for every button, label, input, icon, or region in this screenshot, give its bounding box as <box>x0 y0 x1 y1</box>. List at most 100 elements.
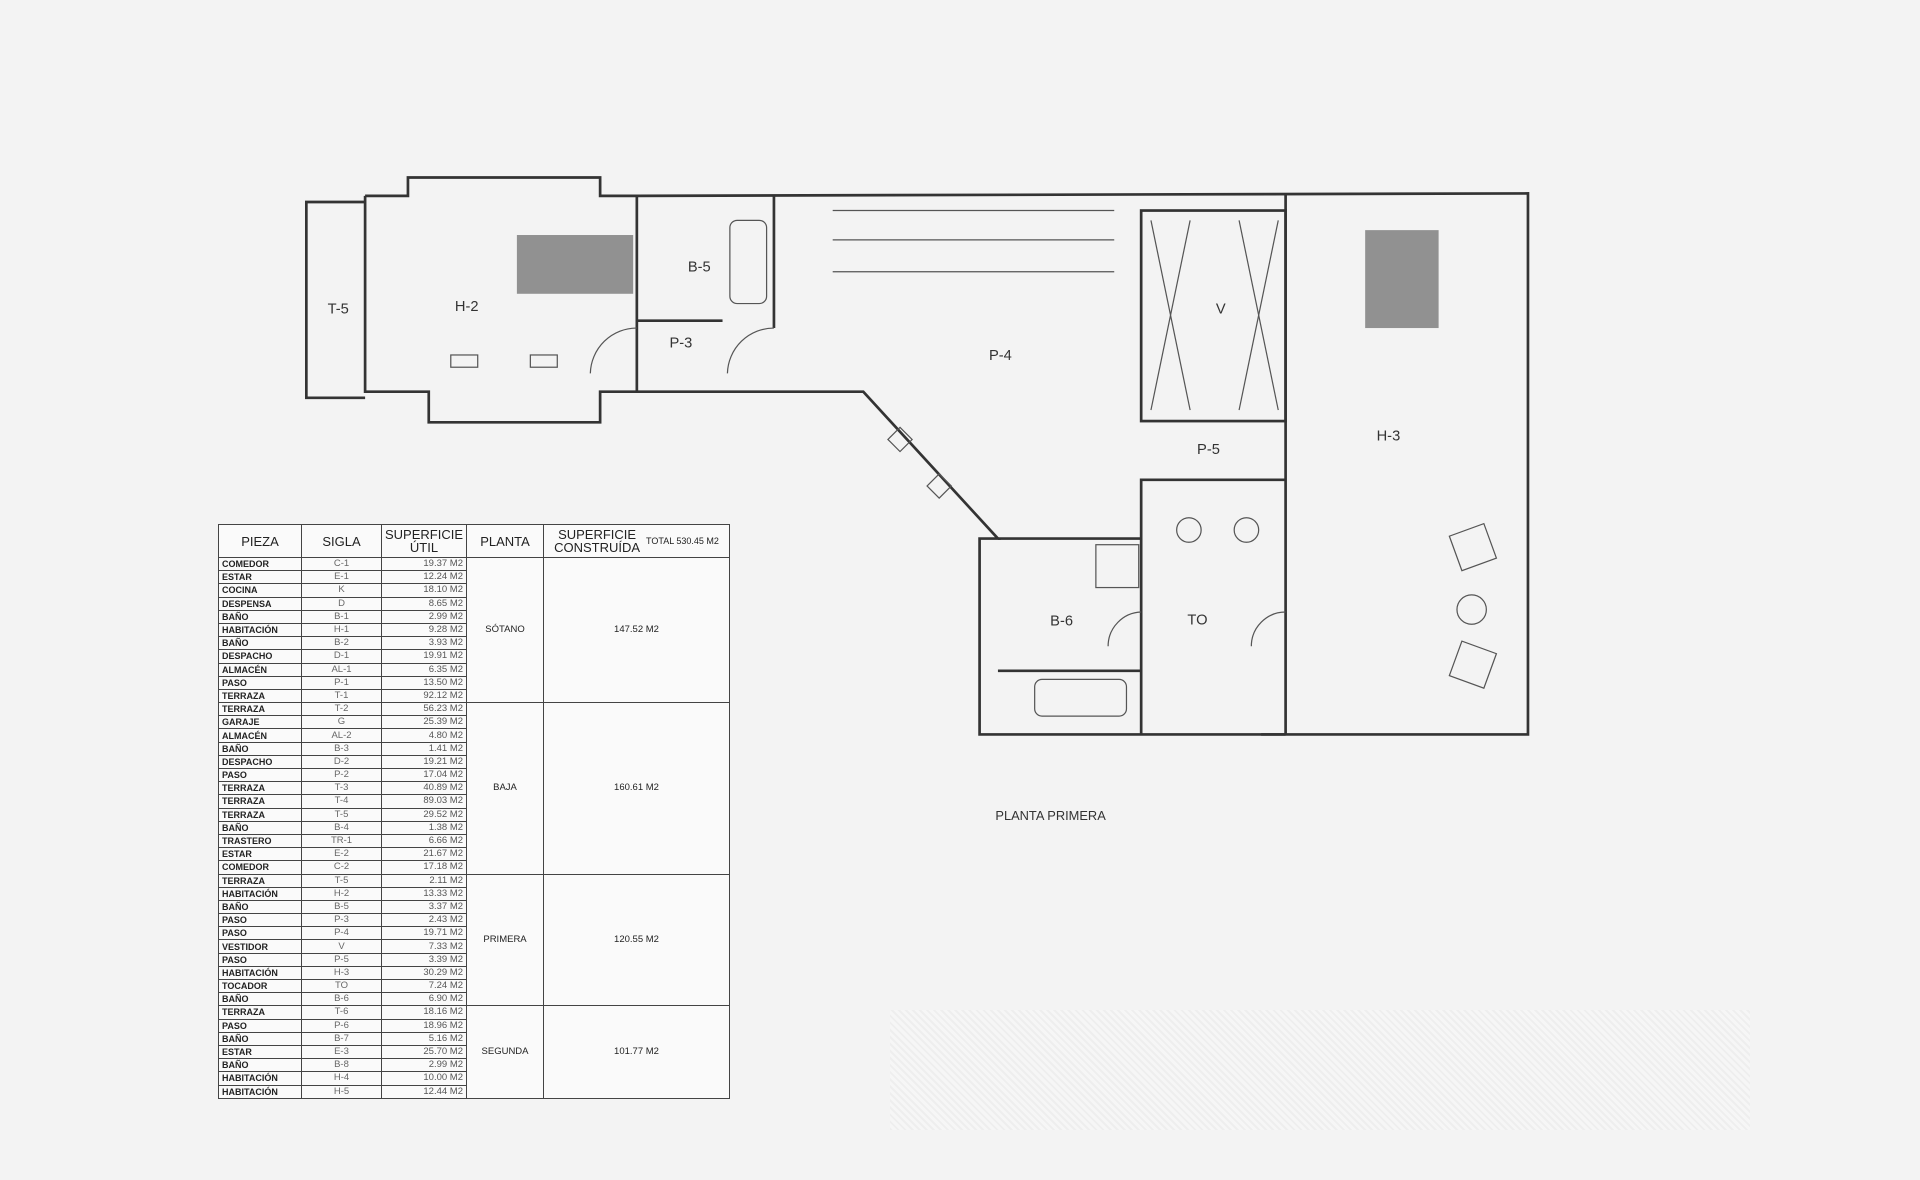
cell-pieza: COMEDOR <box>218 556 302 572</box>
cell-pieza: TERRAZA <box>218 702 302 717</box>
cell-superficie-util: 19.21 M2 <box>380 754 468 770</box>
cell-sigla: P-6 <box>301 1018 382 1033</box>
cell-superficie-util: 25.39 M2 <box>380 715 468 730</box>
cell-superficie-util: 12.44 M2 <box>380 1084 468 1099</box>
staircase <box>832 209 1115 273</box>
wall-b6-to <box>997 478 1286 540</box>
cell-pieza: DESPENSA <box>218 596 302 611</box>
cell-pieza: PASO <box>218 952 302 967</box>
cell-superficie-util: 2.99 M2 <box>380 609 468 624</box>
cell-superficie-util: 17.04 M2 <box>380 767 468 783</box>
cell-sigla: T-1 <box>301 688 382 704</box>
cell-superficie-util: 6.66 M2 <box>380 833 468 849</box>
cell-sigla: B-3 <box>301 741 382 756</box>
cell-superficie-util: 89.03 M2 <box>380 794 468 809</box>
cell-pieza: COCINA <box>218 583 302 598</box>
header-sigla: SIGLA <box>301 524 382 558</box>
cell-sigla: V <box>301 939 382 954</box>
cell-pieza: HABITACIÓN <box>218 622 302 638</box>
cell-sigla: E-3 <box>301 1044 382 1060</box>
cell-pieza: TERRAZA <box>218 873 302 888</box>
cell-sigla: E-1 <box>301 570 382 585</box>
cell-superficie-util: 19.37 M2 <box>380 556 468 572</box>
cell-sigla: H-4 <box>301 1071 382 1086</box>
scan-noise <box>890 1010 1750 1130</box>
cell-sigla: D <box>301 596 382 611</box>
cell-superficie-util: 5.16 M2 <box>380 1031 468 1046</box>
cell-sigla: B-5 <box>301 899 382 915</box>
side-table <box>1456 594 1487 625</box>
cell-sigla: D-2 <box>301 754 382 770</box>
room-label-p5: P-5 <box>1197 442 1220 458</box>
cell-pieza: TRASTERO <box>218 833 302 849</box>
cell-sigla: B-6 <box>301 992 382 1007</box>
room-label-to: TO <box>1187 612 1207 628</box>
cell-pieza: HABITACIÓN <box>218 965 302 981</box>
room-label-h2: H-2 <box>455 299 479 315</box>
cell-superficie-util: 18.16 M2 <box>380 1005 468 1020</box>
cell-superficie-construida: 160.61 M2 <box>543 702 730 875</box>
cell-superficie-util: 2.99 M2 <box>380 1058 468 1073</box>
cell-superficie-util: 13.33 M2 <box>380 886 468 901</box>
cell-superficie-util: 7.24 M2 <box>380 978 468 994</box>
bathtub-b6 <box>1034 678 1128 717</box>
cell-sigla: H-3 <box>301 965 382 981</box>
header-constr-line1: SUPERFICIE <box>558 527 637 542</box>
cell-sigla: P-1 <box>301 675 382 690</box>
cell-superficie-util: 7.33 M2 <box>380 939 468 954</box>
room-label-h3: H-3 <box>1377 429 1401 445</box>
cell-superficie-util: 3.39 M2 <box>380 952 468 967</box>
cell-sigla: K <box>301 583 382 598</box>
cell-pieza: ESTAR <box>218 570 302 585</box>
cell-superficie-util: 6.90 M2 <box>380 992 468 1007</box>
cell-pieza: PASO <box>218 926 302 941</box>
cell-pieza: TERRAZA <box>218 1005 302 1020</box>
cell-pieza: ALMACÉN <box>218 662 302 677</box>
cell-superficie-util: 10.00 M2 <box>380 1071 468 1086</box>
cell-superficie-util: 8.65 M2 <box>380 596 468 611</box>
cell-superficie-util: 92.12 M2 <box>380 688 468 704</box>
cell-sigla: T-4 <box>301 794 382 809</box>
cell-planta: SÓTANO <box>466 556 545 704</box>
cell-pieza: PASO <box>218 1018 302 1033</box>
cell-superficie-util: 6.35 M2 <box>380 662 468 677</box>
cell-sigla: P-2 <box>301 767 382 783</box>
cell-superficie-util: 1.41 M2 <box>380 741 468 756</box>
room-label-b5: B-5 <box>688 260 711 276</box>
cell-planta: PRIMERA <box>466 873 545 1007</box>
cell-sigla: TR-1 <box>301 833 382 849</box>
cell-sigla: B-8 <box>301 1058 382 1073</box>
cell-superficie-util: 56.23 M2 <box>380 702 468 717</box>
cell-pieza: PASO <box>218 913 302 928</box>
cell-pieza: BAÑO <box>218 1058 302 1073</box>
cell-superficie-util: 3.37 M2 <box>380 899 468 915</box>
cell-sigla: B-1 <box>301 609 382 624</box>
header-pieza: PIEZA <box>218 524 302 558</box>
wall-north <box>636 192 1530 736</box>
cell-superficie-util: 25.70 M2 <box>380 1044 468 1060</box>
cell-superficie-util: 13.50 M2 <box>380 675 468 690</box>
header-util-line2: ÚTIL <box>409 540 439 555</box>
cell-pieza: BAÑO <box>218 992 302 1007</box>
cell-pieza: TERRAZA <box>218 781 302 796</box>
cell-superficie-util: 19.71 M2 <box>380 926 468 941</box>
cell-sigla: T-5 <box>301 807 382 822</box>
cell-pieza: BAÑO <box>218 1031 302 1046</box>
